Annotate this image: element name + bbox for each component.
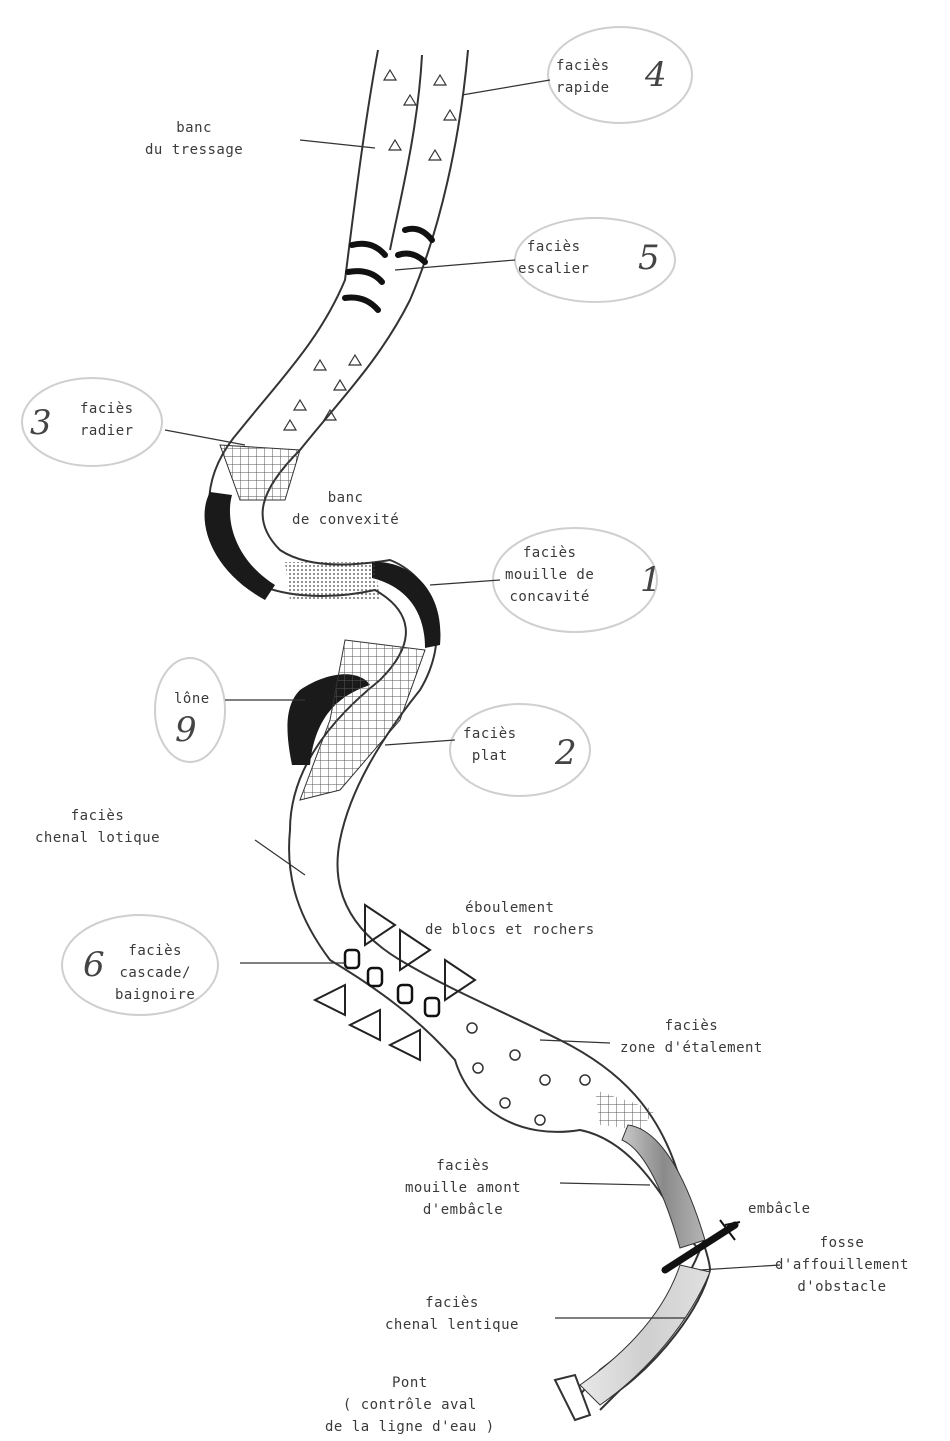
- number-plat: 2: [555, 733, 577, 773]
- radier-grid: [220, 445, 300, 500]
- chenal-lentique-shade: [580, 1265, 710, 1405]
- mouille-amont-shade: [622, 1125, 705, 1248]
- number-radier: 3: [30, 403, 52, 443]
- tressage-divider: [390, 55, 422, 250]
- etalement-grid: [595, 1090, 655, 1130]
- number-mouille: 1: [640, 560, 662, 600]
- rapide-marks: [284, 70, 456, 430]
- leader-lines: [165, 80, 780, 1318]
- label-lone: lône: [174, 688, 210, 710]
- convexite-dots: [285, 562, 380, 600]
- number-cascade: 6: [83, 945, 105, 985]
- label-embacle: embâcle: [748, 1198, 811, 1220]
- number-escalier: 5: [638, 238, 660, 278]
- escalier-steps: [345, 229, 432, 310]
- cascade-blocks: [345, 950, 439, 1016]
- number-lone: 9: [175, 710, 197, 750]
- etalement-pebbles: [467, 1023, 590, 1125]
- number-rapide: 4: [645, 55, 667, 95]
- mouille-left: [205, 492, 275, 600]
